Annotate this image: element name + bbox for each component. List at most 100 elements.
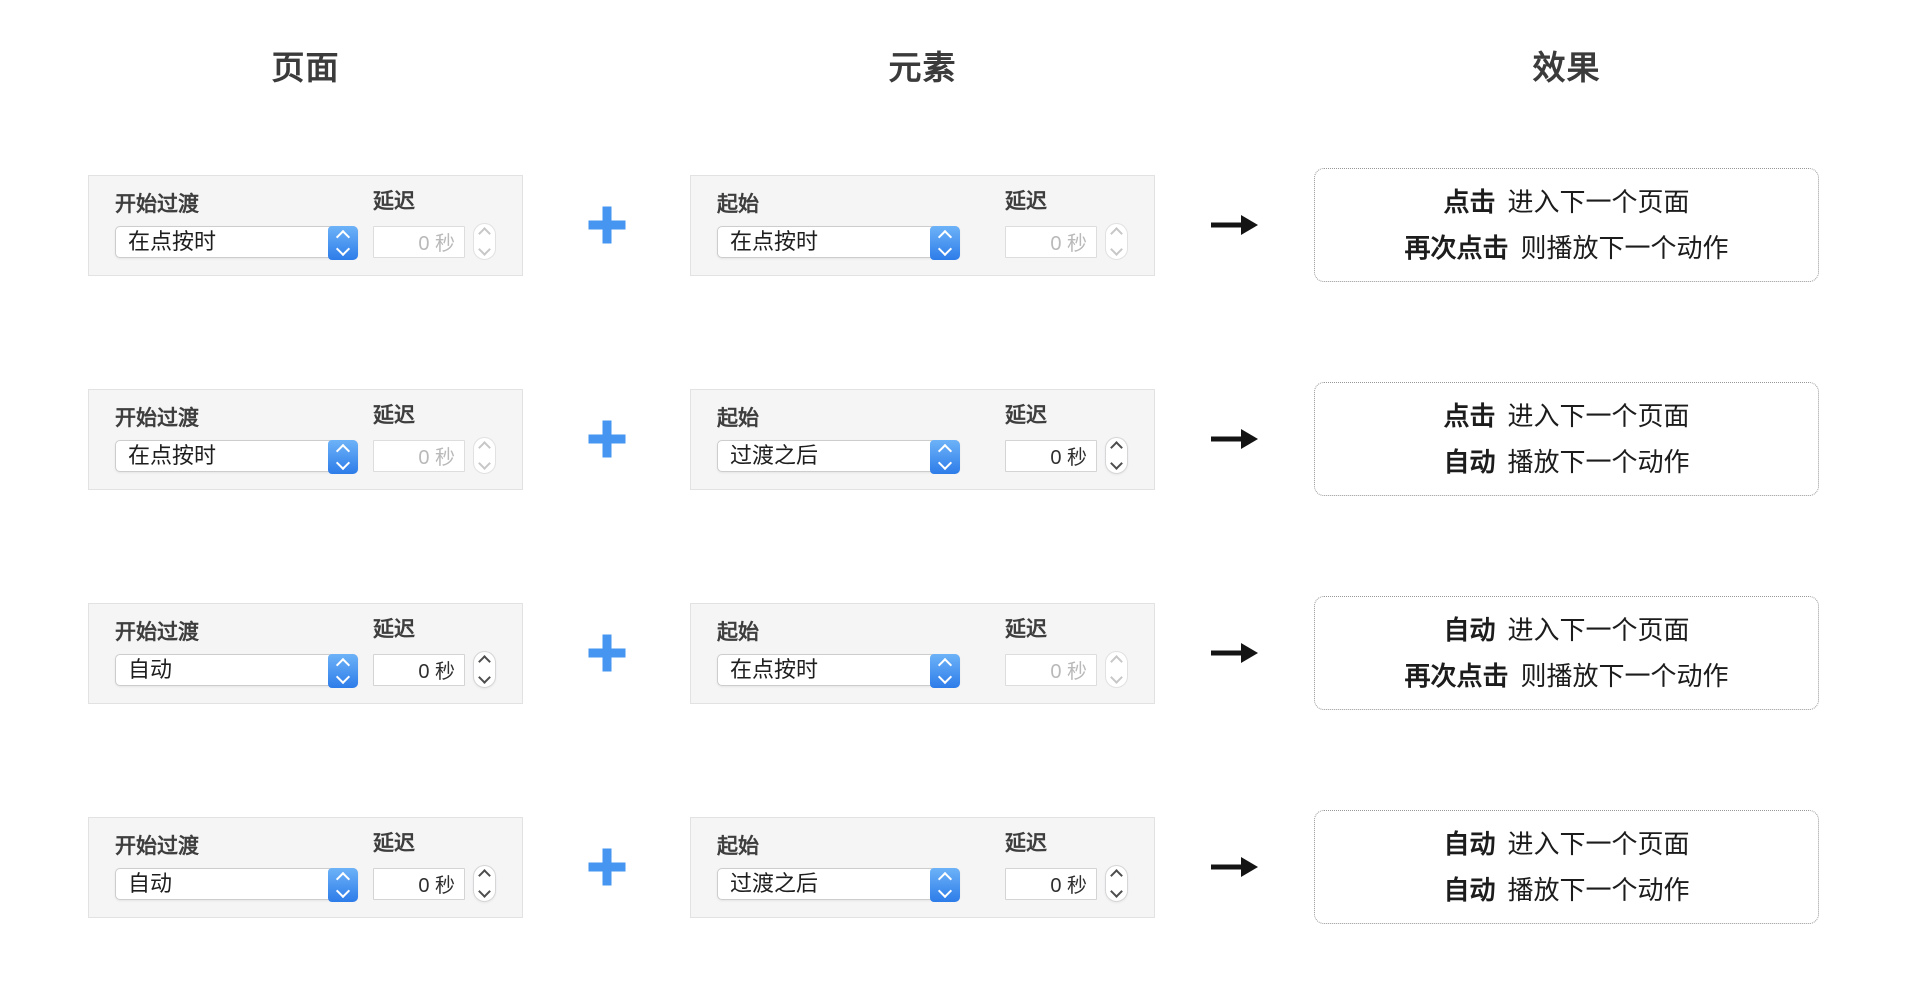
combination-row-4: 开始过渡 自动 延迟 起	[88, 810, 1819, 924]
stepper-down-icon[interactable]	[1110, 457, 1123, 470]
delay-stepper[interactable]	[1105, 651, 1128, 688]
delay-input[interactable]	[1005, 867, 1097, 900]
delay-controls	[373, 437, 496, 474]
field-label: 起始	[717, 620, 759, 644]
transition-select-group: 开始过渡 自动	[115, 621, 358, 688]
effect-line: 点击进入下一个页面	[1443, 187, 1690, 217]
select-arrows-icon	[930, 439, 960, 474]
delay-stepper[interactable]	[473, 437, 496, 474]
effect-box: 自动进入下一个页面 自动播放下一个动作	[1314, 810, 1819, 924]
stepper-down-icon[interactable]	[1110, 243, 1123, 256]
stepper-up-icon[interactable]	[478, 227, 491, 240]
field-label: 延迟	[1005, 404, 1047, 427]
effect-line: 点击进入下一个页面	[1443, 401, 1690, 431]
select-arrows-icon	[328, 867, 358, 902]
field-label: 延迟	[373, 832, 415, 855]
arrow-icon	[1155, 428, 1314, 450]
select-value: 在点按时	[730, 656, 819, 682]
stepper-down-icon[interactable]	[1110, 671, 1123, 684]
delay-input[interactable]	[1005, 225, 1097, 258]
page-panel: 开始过渡 自动 延迟	[88, 602, 523, 704]
build-select-group: 起始 过渡之后	[717, 835, 960, 902]
field-label: 延迟	[1005, 832, 1047, 855]
page-transition-select[interactable]: 在点按时	[115, 225, 358, 260]
element-start-select[interactable]: 在点按时	[717, 653, 960, 688]
delay-stepper[interactable]	[473, 223, 496, 260]
delay-stepper[interactable]	[473, 651, 496, 688]
transition-combination-diagram: 页面 元素 效果 开始过渡 在点按时 延迟	[88, 44, 1819, 924]
stepper-up-icon[interactable]	[1110, 869, 1123, 882]
delay-group: 延迟	[1005, 832, 1128, 902]
transition-select-group: 开始过渡 自动	[115, 834, 358, 902]
delay-input[interactable]	[1005, 653, 1097, 686]
select-arrows-icon	[930, 225, 960, 260]
element-panel: 起始 过渡之后 延迟	[690, 816, 1155, 918]
stepper-up-icon[interactable]	[1110, 441, 1123, 454]
delay-controls	[373, 651, 496, 688]
element-column-title: 元素	[888, 49, 957, 86]
effect-line: 再次点击则播放下一个动作	[1404, 233, 1729, 263]
field-label: 延迟	[373, 404, 415, 427]
delay-input[interactable]	[373, 653, 465, 686]
stepper-up-icon[interactable]	[1110, 655, 1123, 668]
select-arrows-icon	[328, 225, 358, 260]
field-label: 延迟	[373, 618, 415, 641]
stepper-down-icon[interactable]	[478, 671, 491, 684]
spacer	[523, 44, 690, 92]
page-panel: 开始过渡 在点按时 延迟	[88, 388, 523, 490]
transition-select-group: 开始过渡 在点按时	[115, 192, 358, 260]
field-label: 开始过渡	[115, 192, 199, 216]
page-transition-select[interactable]: 在点按时	[115, 439, 358, 474]
effect-column-title: 效果	[1532, 49, 1601, 86]
effect-line: 自动播放下一个动作	[1443, 875, 1690, 905]
delay-stepper[interactable]	[473, 865, 496, 902]
delay-input[interactable]	[1005, 439, 1097, 472]
field-label: 延迟	[373, 190, 415, 213]
select-value: 在点按时	[128, 228, 217, 254]
stepper-down-icon[interactable]	[478, 243, 491, 256]
field-label: 起始	[717, 192, 759, 216]
stepper-up-icon[interactable]	[1110, 227, 1123, 240]
delay-group: 延迟	[1005, 190, 1128, 260]
delay-stepper[interactable]	[1105, 223, 1128, 260]
delay-input[interactable]	[373, 439, 465, 472]
select-value: 过渡之后	[730, 442, 819, 468]
combination-row-3: 开始过渡 自动 延迟 起	[88, 596, 1819, 710]
combination-row-2: 开始过渡 在点按时 延迟	[88, 382, 1819, 496]
delay-group: 延迟	[373, 618, 496, 688]
effect-box: 点击进入下一个页面 再次点击则播放下一个动作	[1314, 168, 1819, 282]
element-start-select[interactable]: 过渡之后	[717, 439, 960, 474]
element-panel: 起始 过渡之后 延迟	[690, 388, 1155, 490]
combination-row-1: 开始过渡 在点按时 延迟	[88, 168, 1819, 282]
effect-line: 自动进入下一个页面	[1443, 829, 1690, 859]
effect-box: 自动进入下一个页面 再次点击则播放下一个动作	[1314, 596, 1819, 710]
page-panel: 开始过渡 在点按时 延迟	[88, 174, 523, 276]
column-headers: 页面 元素 效果	[88, 44, 1819, 92]
stepper-down-icon[interactable]	[478, 885, 491, 898]
delay-input[interactable]	[373, 867, 465, 900]
field-label: 延迟	[1005, 190, 1047, 213]
delay-group: 延迟	[373, 832, 496, 902]
page-transition-select[interactable]: 自动	[115, 653, 358, 688]
delay-stepper[interactable]	[1105, 437, 1128, 474]
field-label: 开始过渡	[115, 834, 199, 858]
delay-stepper[interactable]	[1105, 865, 1128, 902]
select-value: 在点按时	[730, 228, 819, 254]
delay-input[interactable]	[373, 225, 465, 258]
field-label: 起始	[717, 406, 759, 430]
delay-controls	[1005, 223, 1128, 260]
stepper-up-icon[interactable]	[478, 869, 491, 882]
plus-icon	[523, 203, 690, 247]
stepper-down-icon[interactable]	[1110, 885, 1123, 898]
delay-controls	[373, 865, 496, 902]
stepper-up-icon[interactable]	[478, 655, 491, 668]
delay-controls	[373, 223, 496, 260]
stepper-down-icon[interactable]	[478, 457, 491, 470]
transition-select-group: 开始过渡 在点按时	[115, 407, 358, 474]
element-start-select[interactable]: 过渡之后	[717, 867, 960, 902]
plus-icon	[523, 631, 690, 675]
build-select-group: 起始 在点按时	[717, 192, 960, 260]
stepper-up-icon[interactable]	[478, 441, 491, 454]
element-start-select[interactable]: 在点按时	[717, 225, 960, 260]
page-transition-select[interactable]: 自动	[115, 867, 358, 902]
